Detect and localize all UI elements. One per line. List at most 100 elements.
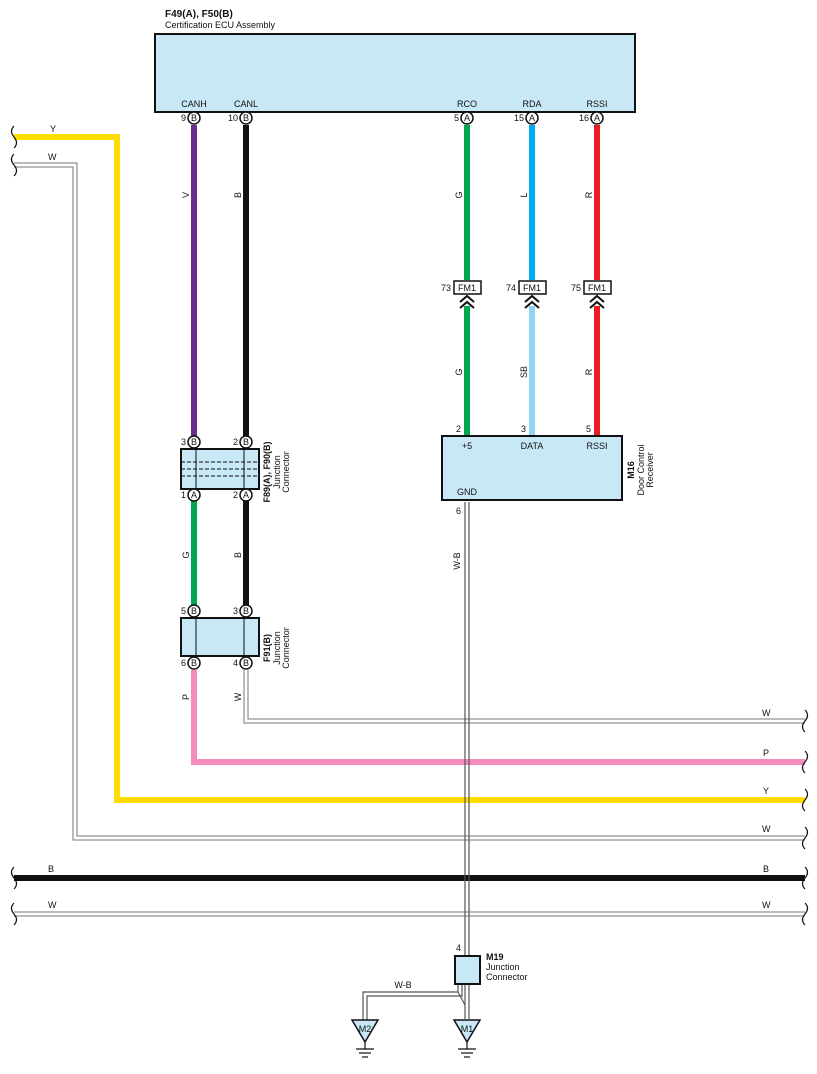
svg-text:4: 4 [456,943,461,953]
label-bus-w3: W [762,824,771,834]
label-rssi-color: R [584,191,594,198]
bus-p [191,670,805,765]
fm1-connector-73: FM1 73 [441,280,482,309]
svg-text:FM1: FM1 [523,283,541,293]
wire-color-labels: V B G L R G SB R G B P W W-B W-B Y W W P… [48,124,771,990]
svg-text:A: A [191,490,197,500]
label-rco-lower-color: G [454,368,464,375]
label-bus-w4-left: W [48,900,57,910]
label-j2-right-color: W [233,692,243,701]
svg-text:FM1: FM1 [588,283,606,293]
svg-text:Junction: Junction [486,962,520,972]
svg-text:74: 74 [506,283,516,293]
pin-conn-canh: B [191,113,197,123]
receiver-pin-rssi: RSSI [586,441,607,451]
pin-conn-canl: B [243,113,249,123]
break-marks-left [10,125,18,926]
pin-circle [525,111,539,125]
connector-chevron-icon [459,294,475,309]
svg-text:B: B [191,658,197,668]
svg-text:A: A [243,490,249,500]
pin-circle [239,111,253,125]
jc1-code: F89(A), F90(B) [262,441,272,502]
receiver-name-1: Door Control [636,444,646,495]
fm1-connector-74: FM1 74 [506,280,547,309]
receiver-name-2: Receiver [645,452,655,488]
svg-text:M2: M2 [359,1024,372,1034]
wire-w2-fill [244,670,805,723]
label-gnd-color: W-B [452,552,462,569]
junction-connector-f89-f90: B 3 B 2 A 1 A 2 F89(A), F90(B) Junction … [180,435,291,503]
pin-conn-rco: A [464,113,470,123]
svg-text:B: B [191,437,197,447]
label-j2-left-color: P [181,694,191,700]
label-rda-color: L [519,192,529,197]
jc2-code: F91(B) [262,634,272,662]
bus-w-right [243,670,805,724]
jc3-code: M19 [486,952,504,962]
ground-triangle-icon [350,1019,380,1044]
junction-connector-f91: B 5 B 3 B 6 B 4 F91(B) Junction Connecto… [180,604,291,670]
svg-text:6: 6 [456,506,461,516]
svg-text:B: B [243,658,249,668]
svg-text:Junction: Junction [272,455,282,489]
wire-w1-fill [14,163,805,840]
fm1-connectors: FM1 73 FM1 74 FM1 75 [441,280,612,309]
pin-conn-rda: A [529,113,535,123]
ecu-name: Certification ECU Assembly [165,20,276,30]
pin-circle [590,111,604,125]
svg-text:Connector: Connector [281,451,291,493]
pin-label-rssi: RSSI [586,99,607,109]
pin-num-rco: 5 [454,113,459,123]
pin-label-rco: RCO [457,99,477,109]
label-rda-lower-color: SB [519,366,529,378]
connector-chevron-icon [524,294,540,309]
label-rssi-lower-color: R [584,368,594,375]
svg-text:5: 5 [181,606,186,616]
svg-text:2: 2 [233,490,238,500]
svg-text:Junction: Junction [272,631,282,665]
ecu-pins: B 9 B 10 A 5 A 15 A 16 [181,111,604,125]
connector-chevron-icon [589,294,605,309]
pin-num-rssi: 16 [579,113,589,123]
ecu-code: F49(A), F50(B) [165,9,233,20]
wire-gnd [362,502,470,1020]
svg-text:3: 3 [233,606,238,616]
pin-label-rda: RDA [522,99,541,109]
svg-text:M1: M1 [461,1024,474,1034]
label-bus-p: P [763,748,769,758]
svg-text:B: B [243,437,249,447]
receiver-pin-data: DATA [521,441,544,451]
pin-circle [187,111,201,125]
label-j1-right-color: B [233,552,243,558]
svg-text:Connector: Connector [281,627,291,669]
label-bus-b-right: B [763,864,769,874]
label-canh-color: V [181,192,191,198]
wire-y-path [14,134,805,803]
svg-text:B: B [191,606,197,616]
pin-num-rda: 15 [514,113,524,123]
svg-text:Connector: Connector [486,972,528,982]
ground-m1: M1 [452,1019,482,1058]
receiver-pin-gnd: GND [457,487,478,497]
label-bus-b-left: B [48,864,54,874]
receiver-code: M16 [626,461,636,479]
wire-p-path [191,670,805,765]
svg-text:6: 6 [181,658,186,668]
junction-connector-m19: 4 M19 Junction Connector [454,943,528,985]
pin-num-canh: 9 [181,113,186,123]
svg-text:75: 75 [571,283,581,293]
label-j1-left-color: G [181,551,191,558]
label-rco-color: G [454,191,464,198]
svg-text:73: 73 [441,283,451,293]
pin-conn-rssi: A [594,113,600,123]
svg-text:3: 3 [521,424,526,434]
label-bus-w2: W [762,708,771,718]
label-bus-y: Y [50,124,56,134]
wire-w1-edge [14,162,805,841]
ground-triangle-icon [452,1019,482,1044]
bus-w-left [14,162,805,841]
label-bus-w1: W [48,152,57,162]
